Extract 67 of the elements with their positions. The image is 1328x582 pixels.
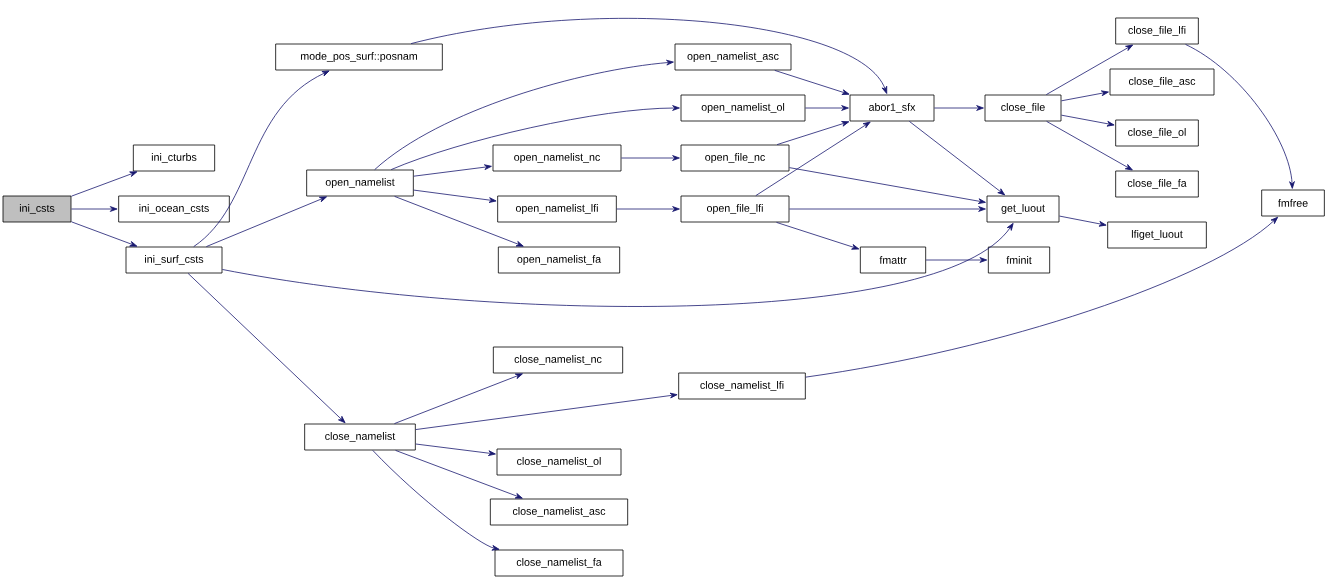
function-box: open_namelist <box>306 169 414 197</box>
arrow <box>415 392 678 430</box>
function-box: ini_cturbs <box>132 144 216 172</box>
function-box: close_namelist <box>304 423 416 451</box>
arrow <box>415 443 496 456</box>
function-box: mode_pos_surf::posnam <box>275 43 443 71</box>
arrow <box>193 70 330 247</box>
function-box: open_file_lfi <box>680 195 790 223</box>
arrow <box>187 273 346 424</box>
arrow <box>776 222 860 250</box>
arrow <box>755 121 871 196</box>
arrow <box>1059 215 1107 227</box>
arrow <box>925 257 988 263</box>
arrow <box>1185 44 1295 189</box>
arrow <box>805 216 1279 378</box>
arrow <box>934 105 984 111</box>
arrow <box>394 196 524 247</box>
arrow <box>789 206 986 212</box>
function-box: get_luout <box>986 195 1060 223</box>
function-box: ini_ocean_csts <box>118 195 230 223</box>
arrow <box>621 155 680 161</box>
arrow <box>71 221 138 247</box>
arrow <box>222 223 1014 307</box>
function-box: fmfree <box>1261 189 1325 217</box>
function-box: abor1_sfx <box>849 94 935 122</box>
arrow <box>372 450 500 551</box>
arrow <box>71 206 118 212</box>
arrow <box>205 196 327 247</box>
function-box: open_namelist_nc <box>492 144 622 172</box>
function-box: close_namelist_lfi <box>678 372 806 400</box>
function-box: close_namelist_ol <box>496 448 622 476</box>
arrow <box>374 59 674 170</box>
arrow <box>410 18 888 94</box>
function-box: close_namelist_fa <box>494 549 624 577</box>
function-box: close_file_asc <box>1109 68 1215 96</box>
function-box: open_namelist_asc <box>674 43 792 71</box>
arrow <box>789 167 986 204</box>
arrow <box>390 105 680 170</box>
function-box: ini_surf_csts <box>125 246 223 274</box>
arrow <box>395 450 523 499</box>
arrow <box>394 373 523 424</box>
function-box: close_file <box>984 94 1062 122</box>
function-box: close_file_fa <box>1115 170 1199 198</box>
arrow <box>909 121 1006 196</box>
function-box: close_file_lfi <box>1115 17 1199 45</box>
arrow <box>776 121 850 145</box>
arrow <box>413 164 492 177</box>
arrow <box>616 206 680 212</box>
function-box: open_namelist_fa <box>497 246 621 274</box>
function-box: close_namelist_asc <box>489 498 629 526</box>
arrow <box>71 171 138 197</box>
function-box: close_namelist_nc <box>492 346 624 374</box>
arrow <box>1046 121 1133 171</box>
arrow <box>805 105 849 111</box>
arrow <box>1061 90 1109 102</box>
function-box: open_file_nc <box>680 144 790 172</box>
function-box: ini_csts <box>2 195 72 223</box>
arrow <box>774 70 850 95</box>
function-box: lfiget_luout <box>1107 221 1207 249</box>
function-box: close_file_ol <box>1115 119 1199 147</box>
arrow <box>1045 44 1134 95</box>
function-box: open_namelist_ol <box>680 94 806 122</box>
arrow <box>1061 114 1115 127</box>
function-box: fmattr <box>859 246 927 274</box>
arrow <box>413 189 497 203</box>
function-box: fminit <box>987 246 1051 274</box>
function-box: open_namelist_lfi <box>497 195 617 223</box>
